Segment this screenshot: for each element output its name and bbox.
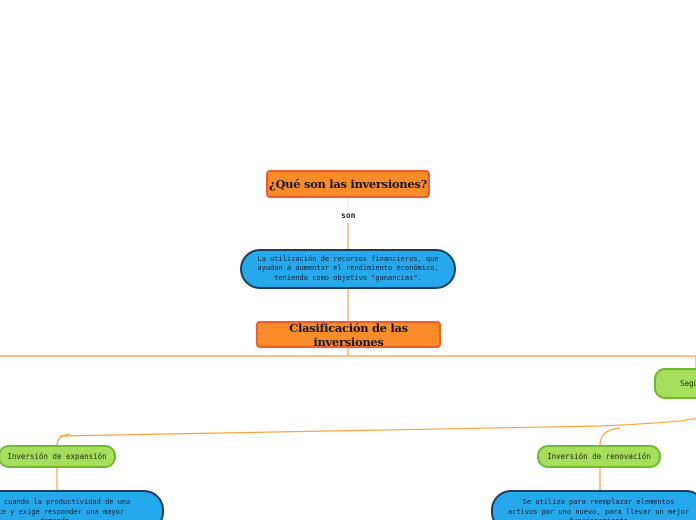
node-classification[interactable]: Clasificación de las inversiones	[256, 321, 441, 348]
node-renovacion-desc[interactable]: Se utiliza para reemplazar elementos act…	[491, 490, 696, 520]
node-segun[interactable]: Segú	[654, 368, 696, 399]
connector-label-son: son	[339, 210, 358, 221]
node-expansion-desc[interactable]: lizan cuando la productividad de una cre…	[0, 490, 164, 520]
link-to-expansion	[56, 433, 71, 446]
node-main-question[interactable]: ¿Qué son las inversiones?	[266, 170, 430, 198]
node-definition[interactable]: La utilización de recursos financieros, …	[240, 249, 456, 289]
link-to-renovacion	[599, 427, 621, 446]
link-segun-to-nodes	[59, 417, 696, 437]
node-expansion[interactable]: Inversión de expansión	[0, 445, 116, 468]
node-renovacion[interactable]: Inversión de renovación	[537, 445, 661, 468]
